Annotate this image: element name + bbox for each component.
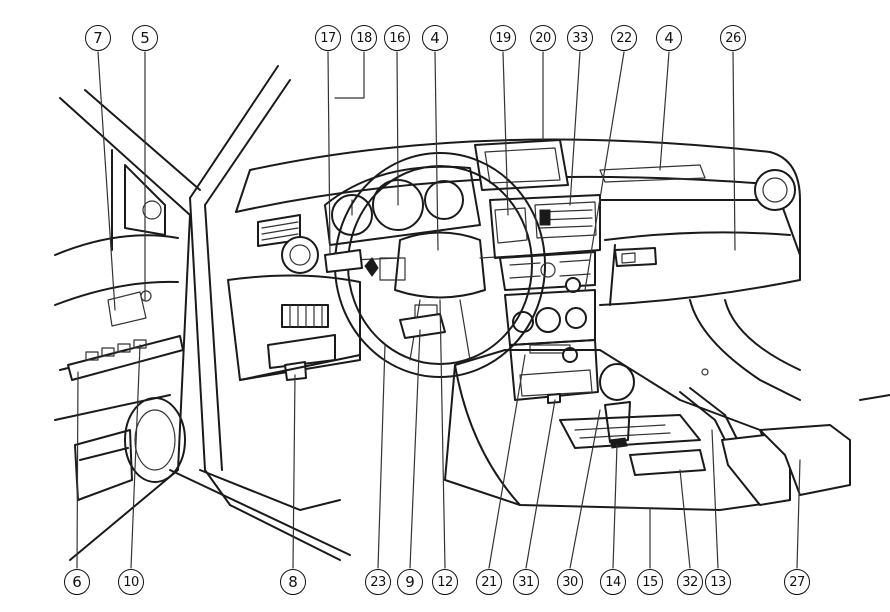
callout-9: 9	[397, 569, 423, 595]
callout-10: 10	[118, 569, 144, 595]
a-pillar	[189, 65, 341, 511]
center-stack	[489, 194, 601, 404]
callout-7: 7	[85, 25, 111, 51]
callout-13: 13	[705, 569, 731, 595]
callout-4-dash: 4	[656, 25, 682, 51]
callout-18: 18	[351, 25, 377, 51]
console	[444, 349, 851, 511]
leader-lines	[76, 51, 801, 569]
glovebox-area	[599, 169, 801, 401]
callout-20: 20	[530, 25, 556, 51]
callout-15: 15	[637, 569, 663, 595]
callout-23: 23	[365, 569, 391, 595]
left-vent	[257, 214, 319, 274]
door-panel	[54, 89, 201, 561]
callout-31: 31	[513, 569, 539, 595]
callout-21: 21	[476, 569, 502, 595]
callout-33: 33	[567, 25, 593, 51]
callout-16: 16	[384, 25, 410, 51]
lower-dash-left	[227, 274, 361, 381]
steering-wheel	[324, 152, 546, 378]
callout-6: 6	[64, 569, 90, 595]
callout-22: 22	[611, 25, 637, 51]
callout-27: 27	[784, 569, 810, 595]
callout-32: 32	[677, 569, 703, 595]
callout-30: 30	[557, 569, 583, 595]
callout-19: 19	[490, 25, 516, 51]
callout-26: 26	[720, 25, 746, 51]
dashboard-top	[235, 138, 801, 256]
callout-8: 8	[280, 569, 306, 595]
callout-14: 14	[600, 569, 626, 595]
callout-12: 12	[432, 569, 458, 595]
callout-4-steering: 4	[422, 25, 448, 51]
floor-lines	[169, 394, 890, 561]
callout-5: 5	[132, 25, 158, 51]
callout-17: 17	[315, 25, 341, 51]
